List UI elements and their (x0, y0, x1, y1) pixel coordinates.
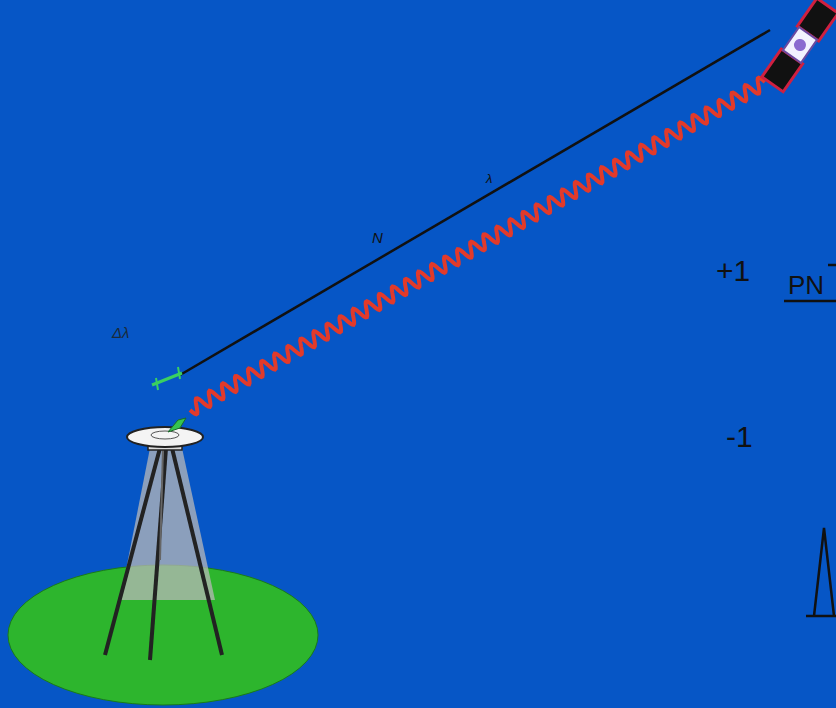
antenna-element (168, 418, 186, 432)
range-line (180, 30, 770, 375)
pn-code-line (784, 300, 836, 303)
tripod (105, 440, 222, 660)
carrier-wave (190, 78, 765, 415)
signal-name: PN (788, 272, 824, 298)
satellite (762, 0, 836, 92)
correlation-peak (806, 528, 836, 616)
ambiguity-label: N (372, 230, 383, 245)
wavelength-label: λ (486, 172, 492, 185)
pn-code-high (828, 264, 836, 267)
antenna-disc (127, 427, 203, 447)
level-label: +1 (716, 256, 750, 286)
level-label: -1 (726, 422, 753, 452)
phase-fraction-label: Δλ (112, 325, 129, 340)
